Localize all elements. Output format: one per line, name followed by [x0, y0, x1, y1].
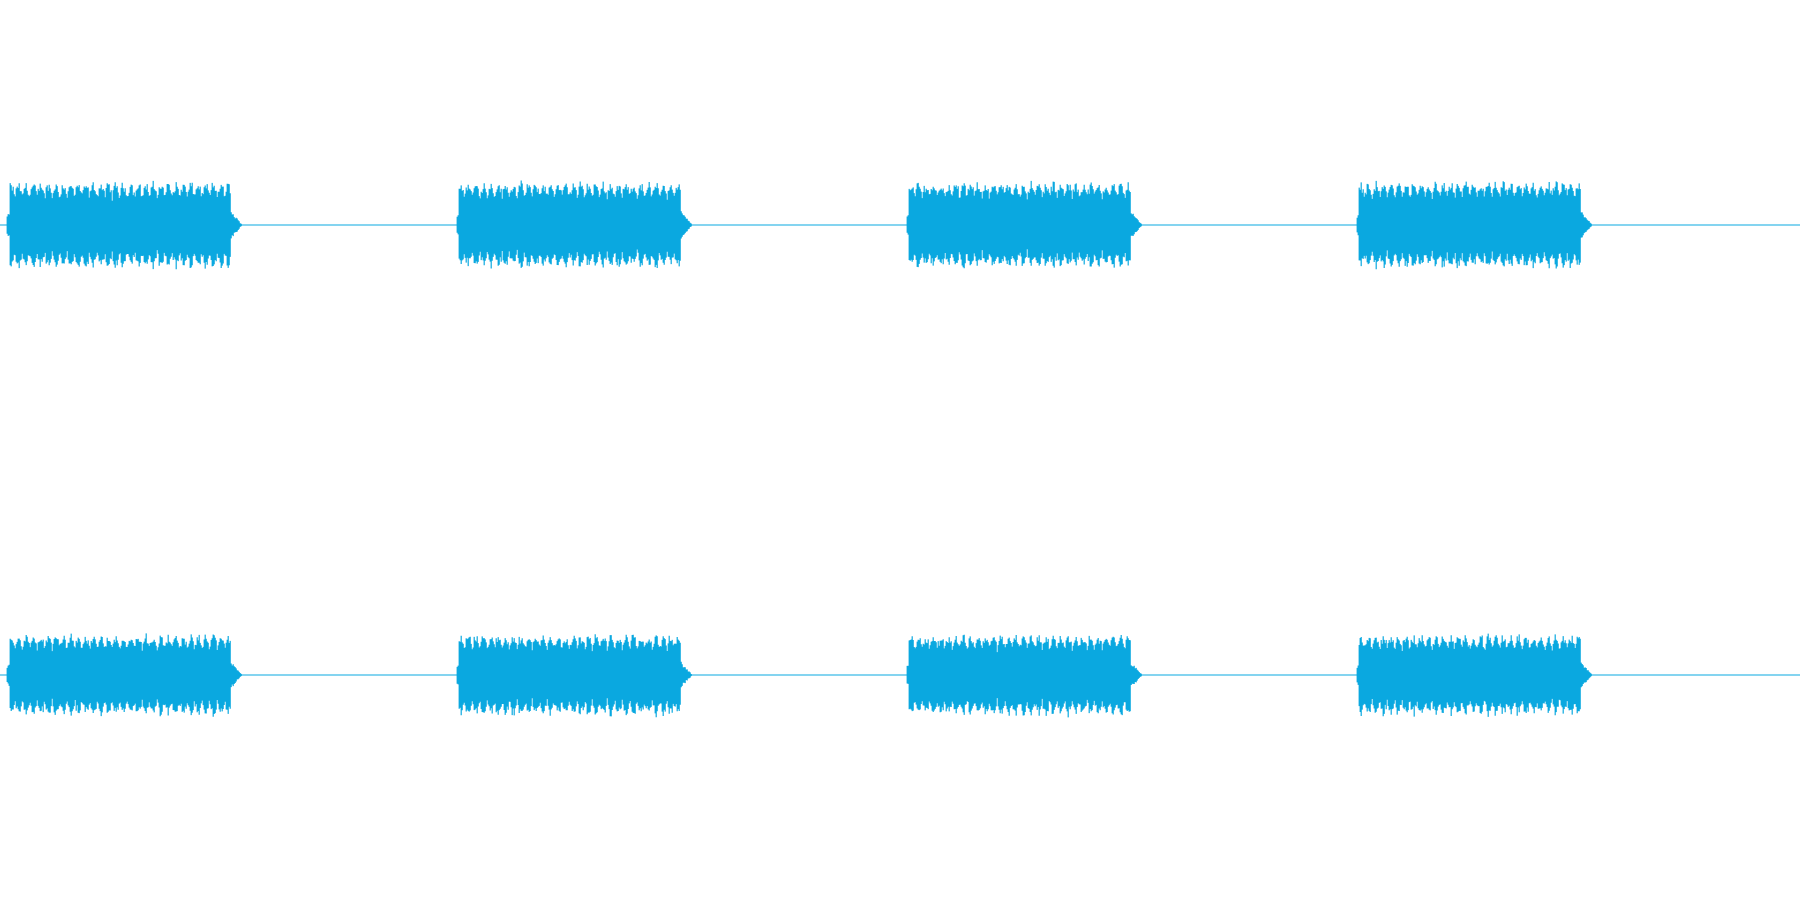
- audio-burst: [6, 633, 243, 717]
- audio-burst: [456, 180, 693, 269]
- audio-channel-top[interactable]: [0, 150, 1800, 300]
- burst-samples: [456, 180, 693, 269]
- audio-burst: [906, 634, 1143, 718]
- burst-samples: [6, 633, 243, 717]
- burst-samples: [6, 180, 243, 270]
- audio-burst: [456, 634, 693, 718]
- burst-samples: [1356, 633, 1593, 717]
- audio-channel-bottom[interactable]: [0, 600, 1800, 750]
- burst-samples: [906, 634, 1143, 718]
- audio-burst: [1356, 180, 1593, 270]
- burst-samples: [1356, 180, 1593, 270]
- waveform-bottom: [0, 633, 1800, 718]
- burst-samples: [456, 634, 693, 718]
- audio-burst: [6, 180, 243, 270]
- burst-samples: [906, 180, 1143, 269]
- audio-burst: [906, 180, 1143, 269]
- audio-burst: [1356, 633, 1593, 717]
- waveform-top: [0, 180, 1800, 270]
